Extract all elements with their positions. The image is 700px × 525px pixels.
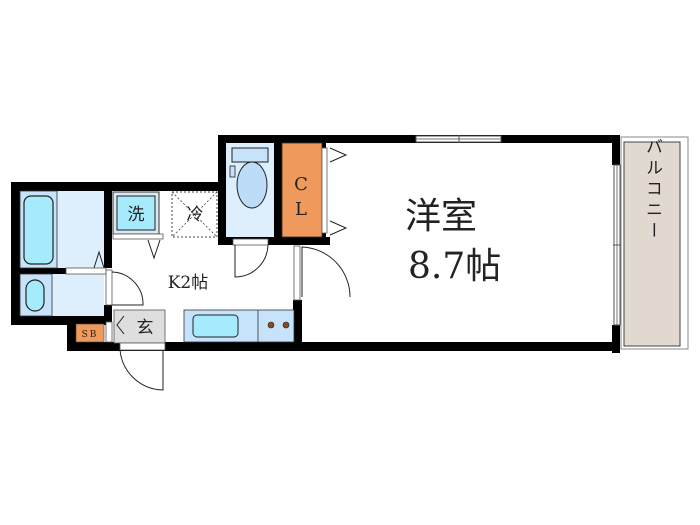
stove-burner-icon [267, 321, 275, 329]
kitchen-sink-icon [192, 314, 239, 338]
toilet-tank-icon [231, 147, 269, 163]
closet: C L [281, 142, 348, 238]
fridge-label: 冷 [187, 205, 204, 225]
balcony [620, 136, 689, 350]
kitchen-label: K2帖 [168, 273, 209, 293]
svg-text:洋室: 洋室 [405, 196, 477, 237]
western-room-door[interactable] [293, 245, 351, 301]
washroom [19, 267, 107, 317]
washer-label: 洗 [128, 205, 145, 225]
closet-label-c: C [294, 174, 308, 195]
bath [19, 190, 105, 269]
kitchen: K2帖 [168, 273, 295, 343]
toilet-bowl-icon [236, 161, 268, 209]
western-room-label: 洋室 8.7帖 [405, 196, 501, 287]
window-top [415, 135, 502, 143]
entrance: 玄 [113, 309, 166, 344]
washing-machine-icon [116, 195, 156, 231]
closet-label-l: L [295, 199, 307, 220]
entrance-label: 玄 [137, 318, 154, 338]
bathtub-icon [23, 195, 54, 265]
shoe-box-label: SB [82, 330, 99, 340]
shoe-box: SB [75, 321, 113, 343]
stove-burner-icon [282, 321, 290, 329]
sink-icon [25, 279, 45, 312]
toilet [226, 143, 274, 278]
washer: 洗 [112, 191, 164, 260]
front-door[interactable] [119, 342, 166, 391]
balcony-window [613, 164, 621, 326]
western-room [300, 142, 616, 346]
washroom-door[interactable] [105, 269, 144, 306]
svg-text:8.7帖: 8.7帖 [408, 246, 501, 287]
balcony-label: バルコニー [642, 138, 662, 243]
fridge-space: 冷 [171, 191, 218, 238]
